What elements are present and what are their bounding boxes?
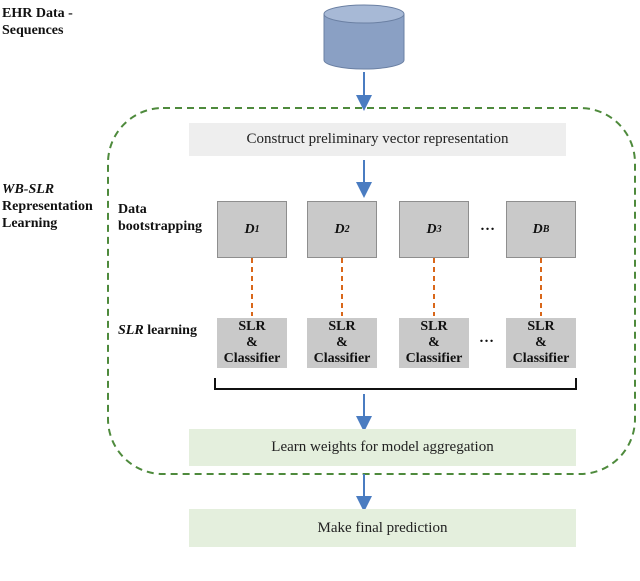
dataset-subscript: 2	[344, 224, 350, 235]
wb-slr-label-line2: Representation	[2, 199, 93, 214]
classifier-text: Classifier	[313, 351, 371, 366]
ampersand-text: &	[535, 335, 547, 350]
dataset-letter: D	[426, 221, 437, 237]
dataset-letter: D	[334, 221, 345, 237]
ampersand-text: &	[428, 335, 440, 350]
slr-classifier-box-1: SLR & Classifier	[217, 318, 287, 368]
classifier-text: Classifier	[405, 351, 463, 366]
slr-text: SLR	[527, 319, 555, 334]
dataset-subscript: 1	[254, 224, 260, 235]
construct-vector-text: Construct preliminary vector representat…	[246, 131, 509, 147]
dataset-letter: D	[244, 221, 255, 237]
slr-learning-label: SLR learning	[118, 322, 197, 339]
slr-text: SLR	[238, 319, 266, 334]
construct-vector-box: Construct preliminary vector representat…	[189, 123, 566, 156]
dataset-subscript: 3	[436, 224, 442, 235]
learn-weights-box: Learn weights for model aggregation	[189, 429, 576, 466]
ampersand-text: &	[336, 335, 348, 350]
data-bootstrapping-label: Data bootstrapping	[118, 201, 202, 235]
slr-text: SLR	[328, 319, 356, 334]
database-icon	[323, 4, 405, 70]
classifier-text: Classifier	[223, 351, 281, 366]
data-bootstrapping-label-line1: Data	[118, 202, 147, 217]
final-prediction-text: Make final prediction	[317, 519, 448, 536]
slr-classifier-box-3: SLR & Classifier	[399, 318, 469, 368]
wb-slr-label-line3: Learning	[2, 216, 58, 231]
slr-learning-label-italic: SLR	[118, 323, 144, 338]
dataset-subscript: B	[542, 224, 550, 235]
ehr-data-label: EHR Data - Sequences	[2, 5, 73, 39]
slr-classifier-box-2: SLR & Classifier	[307, 318, 377, 368]
classifier-text: Classifier	[512, 351, 570, 366]
wb-slr-container	[107, 107, 636, 475]
final-prediction-box: Make final prediction	[189, 509, 576, 547]
ehr-data-label-line2: Sequences	[2, 23, 64, 38]
ampersand-text: &	[246, 335, 258, 350]
data-bootstrapping-label-line2: bootstrapping	[118, 219, 203, 234]
aggregation-bracket	[214, 378, 577, 390]
wb-slr-label-title: WB-SLR	[2, 182, 55, 197]
slr-learning-label-rest: learning	[143, 323, 197, 338]
ehr-data-label-line1: EHR Data -	[2, 6, 73, 21]
slr-classifier-box-b: SLR & Classifier	[506, 318, 576, 368]
wb-slr-label: WB-SLR Representation Learning	[2, 181, 93, 232]
slr-text: SLR	[420, 319, 448, 334]
model-ellipsis: …	[479, 330, 494, 346]
learn-weights-text: Learn weights for model aggregation	[271, 439, 494, 455]
dataset-ellipsis: …	[480, 218, 495, 234]
dataset-letter: D	[532, 221, 543, 237]
